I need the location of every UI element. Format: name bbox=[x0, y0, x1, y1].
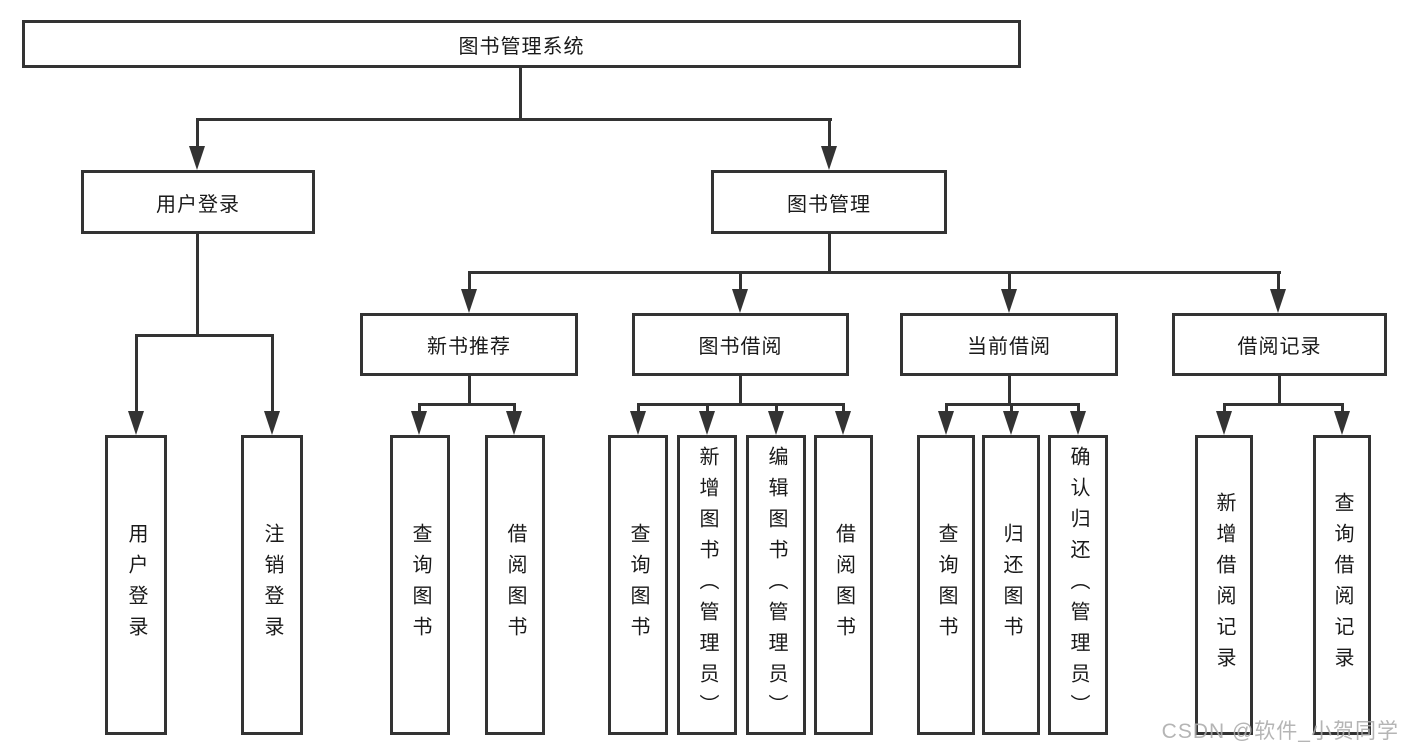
connector-line bbox=[1278, 376, 1281, 406]
connector-line bbox=[1277, 271, 1280, 291]
connector-line bbox=[739, 376, 742, 406]
connector-line bbox=[513, 403, 516, 413]
connector-line bbox=[418, 403, 421, 413]
node-leaf-query-books-1: 查询图书 bbox=[390, 435, 450, 735]
node-label: 当前借阅 bbox=[967, 336, 1051, 358]
connector-line bbox=[842, 403, 845, 413]
connector-line bbox=[828, 234, 831, 274]
node-leaf-return-books: 归还图书 bbox=[982, 435, 1040, 735]
arrow-down-icon bbox=[1334, 411, 1350, 435]
node-new-book-recommendation: 新书推荐 bbox=[360, 313, 578, 376]
node-label: 归还图书 bbox=[1000, 523, 1022, 647]
arrow-down-icon bbox=[1270, 289, 1286, 313]
node-leaf-user-login: 用户登录 bbox=[105, 435, 167, 735]
node-leaf-query-books-2: 查询图书 bbox=[608, 435, 668, 735]
node-label: 借阅记录 bbox=[1237, 336, 1322, 358]
connector-line bbox=[1010, 403, 1013, 413]
node-label: 注销登录 bbox=[261, 523, 283, 647]
connector-line bbox=[637, 403, 845, 406]
connector-line bbox=[135, 334, 138, 413]
connector-line bbox=[1223, 403, 1226, 413]
arrow-down-icon bbox=[732, 289, 748, 313]
arrow-down-icon bbox=[461, 289, 477, 313]
node-leaf-add-book-admin: 新增图书（管理员） bbox=[677, 435, 737, 735]
connector-line bbox=[945, 403, 948, 413]
arrow-down-icon bbox=[1003, 411, 1019, 435]
arrow-down-icon bbox=[1216, 411, 1232, 435]
connector-line bbox=[519, 68, 522, 121]
connector-line bbox=[468, 271, 471, 291]
arrow-down-icon bbox=[506, 411, 522, 435]
arrow-down-icon bbox=[768, 411, 784, 435]
arrow-down-icon bbox=[128, 411, 144, 435]
arrow-down-icon bbox=[630, 411, 646, 435]
node-label: 借阅图书 bbox=[832, 523, 855, 647]
connector-line bbox=[828, 118, 831, 148]
connector-line bbox=[1008, 271, 1011, 291]
node-leaf-query-books-3: 查询图书 bbox=[917, 435, 975, 735]
connector-line bbox=[135, 334, 274, 337]
node-leaf-add-borrow-record: 新增借阅记录 bbox=[1195, 435, 1253, 735]
node-book-management: 图书管理 bbox=[711, 170, 947, 234]
arrow-down-icon bbox=[189, 146, 205, 170]
node-label: 新书推荐 bbox=[427, 336, 511, 358]
connector-line bbox=[1008, 376, 1011, 406]
node-label: 图书借阅 bbox=[698, 336, 783, 358]
connector-line bbox=[196, 118, 832, 121]
connector-line bbox=[739, 271, 742, 291]
arrow-down-icon bbox=[835, 411, 851, 435]
arrow-down-icon bbox=[1001, 289, 1017, 313]
node-leaf-borrow-books-1: 借阅图书 bbox=[485, 435, 545, 735]
arrow-down-icon bbox=[699, 411, 715, 435]
node-label: 借阅图书 bbox=[504, 523, 526, 647]
node-root: 图书管理系统 bbox=[22, 20, 1021, 68]
node-label: 查询图书 bbox=[627, 523, 649, 647]
arrow-down-icon bbox=[1070, 411, 1086, 435]
connector-line bbox=[418, 403, 516, 406]
connector-line bbox=[1341, 403, 1344, 413]
node-label: 查询图书 bbox=[935, 523, 957, 647]
node-leaf-query-borrow-record: 查询借阅记录 bbox=[1313, 435, 1371, 735]
connector-line bbox=[271, 334, 274, 413]
connector-line bbox=[775, 403, 778, 413]
node-leaf-confirm-return-admin: 确认归还（管理员） bbox=[1048, 435, 1108, 735]
arrow-down-icon bbox=[264, 411, 280, 435]
node-label: 编辑图书（管理员） bbox=[765, 445, 787, 725]
node-label: 查询图书 bbox=[409, 523, 431, 647]
connector-line bbox=[196, 234, 199, 337]
node-label: 新增图书（管理员） bbox=[696, 445, 718, 725]
connector-line bbox=[637, 403, 640, 413]
node-user-login: 用户登录 bbox=[81, 170, 315, 234]
node-label: 图书管理 bbox=[787, 193, 871, 216]
connector-line bbox=[1077, 403, 1080, 413]
node-label: 新增借阅记录 bbox=[1213, 492, 1235, 678]
watermark: CSDN @软件_小贺同学 bbox=[1161, 720, 1399, 743]
connector-line bbox=[468, 271, 1281, 274]
node-label: 确认归还（管理员） bbox=[1067, 445, 1089, 725]
node-label: 图书管理系统 bbox=[458, 35, 585, 58]
node-borrowing-records: 借阅记录 bbox=[1172, 313, 1387, 376]
node-leaf-logout: 注销登录 bbox=[241, 435, 303, 735]
node-leaf-edit-book-admin: 编辑图书（管理员） bbox=[746, 435, 806, 735]
node-leaf-borrow-books-2: 借阅图书 bbox=[814, 435, 873, 735]
node-label: 用户登录 bbox=[156, 193, 240, 216]
arrow-down-icon bbox=[821, 146, 837, 170]
connector-line bbox=[1223, 403, 1343, 406]
connector-line bbox=[706, 403, 709, 413]
arrow-down-icon bbox=[411, 411, 427, 435]
node-book-borrowing: 图书借阅 bbox=[632, 313, 849, 376]
node-label: 用户登录 bbox=[125, 523, 147, 647]
node-current-borrowing: 当前借阅 bbox=[900, 313, 1118, 376]
arrow-down-icon bbox=[938, 411, 954, 435]
node-label: 查询借阅记录 bbox=[1331, 492, 1353, 678]
connector-line bbox=[196, 118, 199, 148]
connector-line bbox=[468, 376, 471, 406]
